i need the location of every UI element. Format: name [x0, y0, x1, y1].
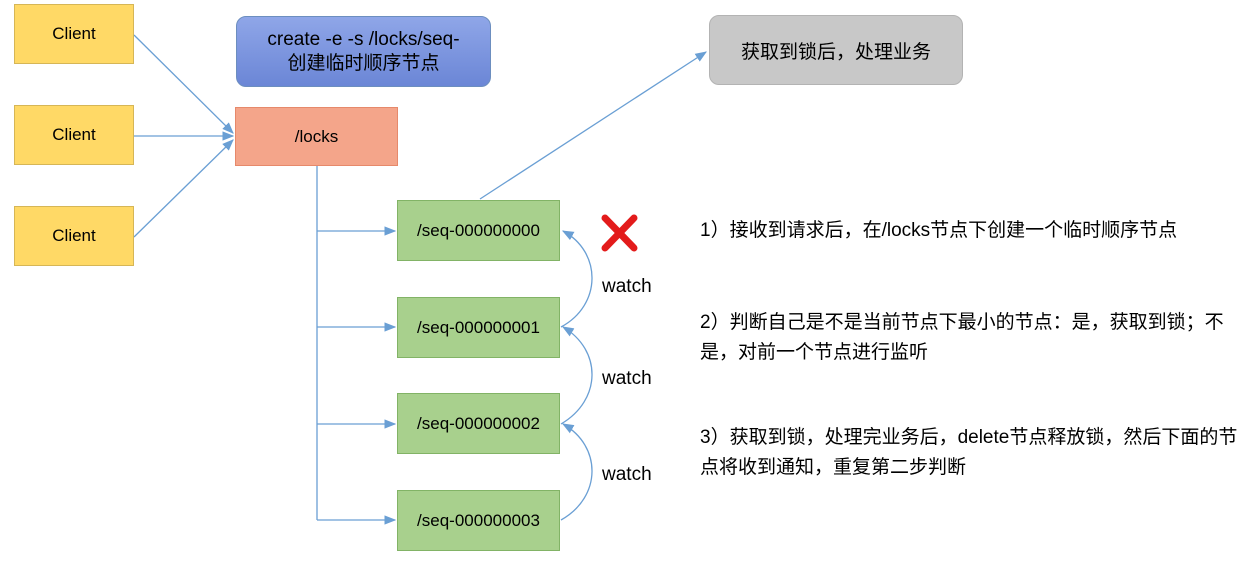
locks-node: /locks [235, 107, 398, 166]
acquire-arrow [479, 51, 707, 200]
step-note-1: 1）接收到请求后，在/locks节点下创建一个临时顺序节点 [700, 220, 1178, 241]
seq-node-3: /seq-000000003 [397, 490, 560, 551]
business-result-box: 获取到锁后，处理业务 [709, 15, 963, 85]
seq-node-2: /seq-000000002 [397, 393, 560, 454]
watch-arc-1 [560, 230, 593, 328]
client-node-2: Client [14, 105, 134, 165]
client-arrow-1 [133, 34, 234, 134]
step-note-2: 2）判断自己是不是当前节点下最小的节点：是，获取到锁；不是，对前一个节点进行监听 [700, 312, 1224, 363]
watch-arc-2 [560, 326, 593, 425]
seq-node-0: /seq-000000000 [397, 200, 560, 261]
client-node-3: Client [14, 206, 134, 266]
watch-arc-3 [560, 423, 593, 521]
client-node-1: Client [14, 4, 134, 64]
create-command-box: create -e -s /locks/seq- 创建临时顺序节点 [236, 16, 491, 87]
watch-label-3: watch [602, 464, 652, 485]
watch-label-1: watch [602, 276, 652, 297]
watch-label-2: watch [602, 368, 652, 389]
seq-node-1: /seq-000000001 [397, 297, 560, 358]
deleted-x-icon [601, 214, 638, 252]
command-description: 创建临时顺序节点 [287, 52, 440, 74]
client-arrow-3 [133, 139, 234, 238]
command-line: create -e -s /locks/seq- [267, 28, 460, 50]
step-note-3: 3）获取到锁，处理完业务后，delete节点释放锁，然后下面的节点将收到通知，重… [700, 427, 1238, 478]
